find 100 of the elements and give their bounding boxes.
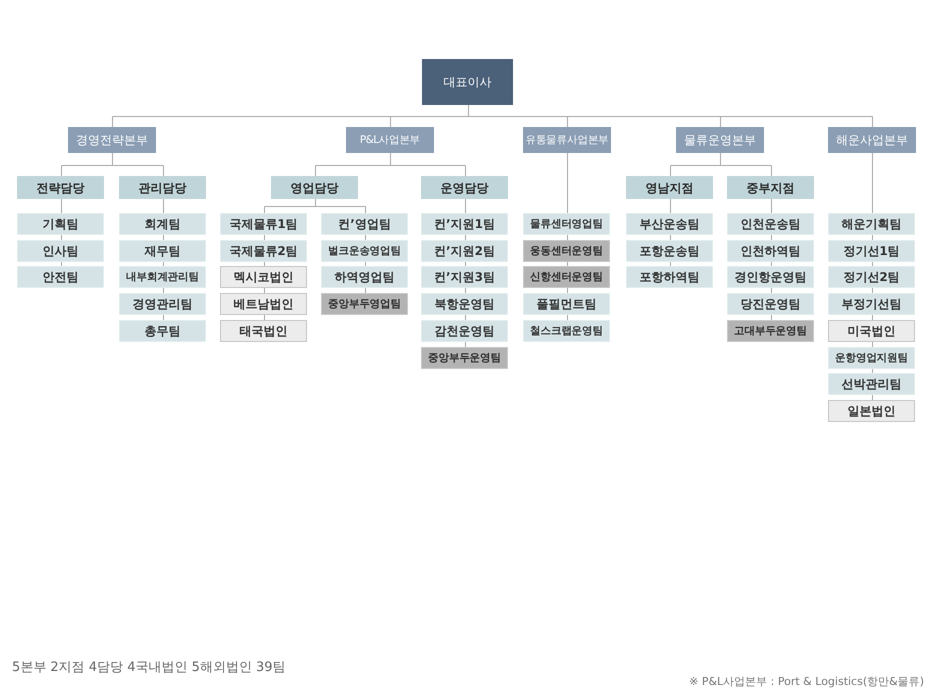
team-name: 총무팀 xyxy=(144,325,180,337)
team-name: 고대부두운영팀 xyxy=(734,326,807,336)
team-name: 철스크랩운영팀 xyxy=(530,326,603,336)
team-name: 당진운영팀 xyxy=(740,298,800,310)
department-box xyxy=(421,176,508,199)
connector-line xyxy=(315,152,466,166)
connector-line xyxy=(315,165,316,176)
connector-line xyxy=(872,368,873,374)
corporation-box xyxy=(220,320,307,342)
connector-line xyxy=(872,262,873,266)
team-box xyxy=(321,266,408,288)
team-name: 국제물류2팀 xyxy=(229,245,298,257)
team-name: 물류센터영업팀 xyxy=(530,218,603,230)
team-box xyxy=(727,293,814,315)
division-name: 물류운영본부 xyxy=(684,134,756,146)
connector-line xyxy=(670,262,671,266)
department-name: 영업담당 xyxy=(290,182,338,194)
team-box xyxy=(523,293,610,315)
summary-note: 5본부 2지점 4담당 4국내법인 5해외법인 39팀 xyxy=(12,659,286,677)
team-name: 컨’영업팀 xyxy=(338,218,391,230)
team-name: 부산운송팀 xyxy=(640,218,700,230)
connector-line xyxy=(365,262,366,266)
connector-line xyxy=(465,262,466,266)
connector-line xyxy=(465,165,466,176)
division-name: 해운사업본부 xyxy=(836,134,908,146)
connector-line xyxy=(112,104,873,117)
team-box xyxy=(119,293,206,315)
team-box xyxy=(828,266,915,288)
division-box xyxy=(346,127,434,153)
connector-line xyxy=(264,198,366,207)
connector-line xyxy=(771,198,772,214)
team-box xyxy=(727,213,814,235)
connector-line xyxy=(365,288,366,294)
team-name: 인천운송팀 xyxy=(740,218,800,230)
connector-line xyxy=(872,152,873,214)
team-box xyxy=(828,373,915,395)
team-box xyxy=(828,293,915,315)
team-box xyxy=(626,240,713,262)
department-name: 중부지점 xyxy=(746,182,794,194)
connector-line xyxy=(163,314,164,320)
department-box xyxy=(271,176,358,199)
connector-line xyxy=(567,262,568,266)
team-name: 정기선1팀 xyxy=(843,245,900,257)
team-box xyxy=(321,213,408,235)
connector-line xyxy=(567,314,568,320)
team-name: 중앙부두운영팀 xyxy=(428,352,501,364)
team-name: 재무팀 xyxy=(144,245,180,257)
team-name: 인사팀 xyxy=(42,245,78,257)
division-name: 경영전략본부 xyxy=(76,134,148,146)
team-name: 컨’지원3팀 xyxy=(434,271,495,283)
team-name: 안전팀 xyxy=(42,271,78,283)
team-box xyxy=(421,320,508,342)
connector-line xyxy=(61,152,164,166)
team-name: 부정기선팀 xyxy=(842,298,902,310)
department-box xyxy=(727,176,814,199)
team-box xyxy=(828,347,915,369)
team-box xyxy=(119,240,206,262)
corporation-box xyxy=(220,266,307,288)
team-name: 벌크운송영업팀 xyxy=(328,246,401,256)
team-name: 운항영업지원팀 xyxy=(835,352,908,364)
connector-line xyxy=(872,314,873,320)
team-name: 정기선2팀 xyxy=(843,271,900,283)
shaded-team-box xyxy=(523,240,610,262)
team-box xyxy=(828,213,915,235)
connector-line xyxy=(163,165,164,176)
corporation-name: 태국법인 xyxy=(240,325,288,337)
team-box xyxy=(17,266,104,288)
connector-line xyxy=(264,234,265,240)
team-name: 기획팀 xyxy=(42,218,78,230)
connector-line xyxy=(771,234,772,240)
department-name: 영남지점 xyxy=(646,182,694,194)
connector-line xyxy=(670,152,772,166)
team-box xyxy=(727,240,814,262)
connector-line xyxy=(771,165,772,176)
connector-line xyxy=(670,198,671,214)
division-box xyxy=(68,127,156,153)
division-name: 유통물류사업본부 xyxy=(525,134,609,146)
footnote: ※ P&L사업본부 : Port & Logistics(항만&물류) xyxy=(689,674,924,690)
team-name: 인천하역팀 xyxy=(740,245,800,257)
ceo-box xyxy=(422,59,513,105)
team-box xyxy=(828,240,915,262)
connector-line xyxy=(872,342,873,348)
connector-line xyxy=(465,198,466,214)
shaded-team-box xyxy=(321,293,408,315)
division-box xyxy=(523,127,611,153)
connector-line xyxy=(163,288,164,294)
team-box xyxy=(119,213,206,235)
connector-line xyxy=(872,116,873,128)
connector-line xyxy=(264,288,265,294)
connector-line xyxy=(771,262,772,266)
team-box xyxy=(220,240,307,262)
connector-line xyxy=(365,206,366,214)
department-box xyxy=(119,176,206,199)
connector-line xyxy=(567,152,568,214)
team-box xyxy=(727,266,814,288)
connector-line xyxy=(61,262,62,266)
connector-line xyxy=(465,314,466,320)
team-box xyxy=(119,320,206,342)
corporation-name: 미국법인 xyxy=(848,325,896,337)
connector-line xyxy=(771,288,772,294)
